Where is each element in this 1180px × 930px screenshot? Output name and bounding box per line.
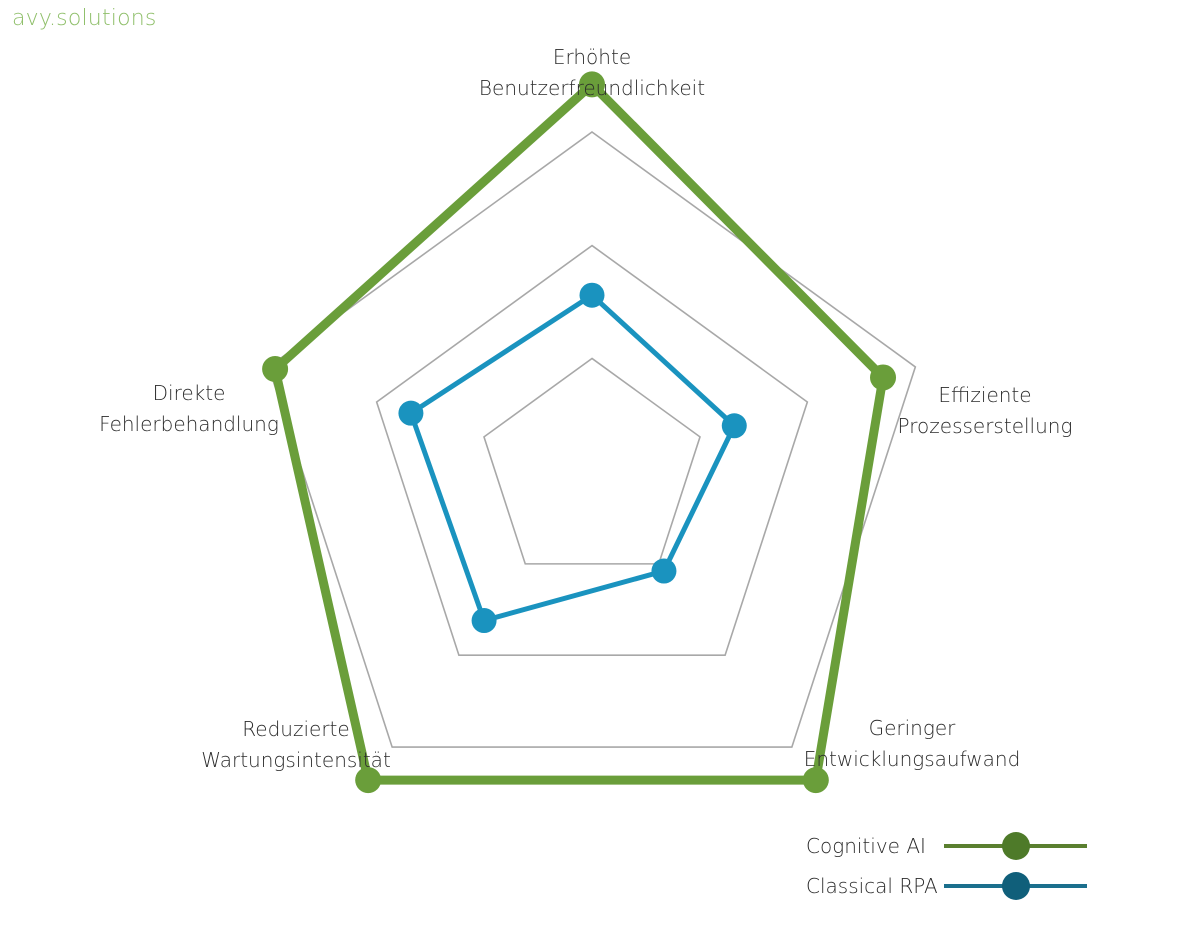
legend-marker-cognitive-ai (1002, 832, 1030, 860)
data-point-classical-rpa-4 (471, 608, 497, 634)
data-point-cognitive-ai-5 (262, 356, 289, 383)
data-point-cognitive-ai-2 (870, 364, 897, 391)
data-point-classical-rpa-5 (398, 400, 424, 426)
series-line-cognitive-ai (270, 79, 888, 785)
series-line-classical-rpa (408, 292, 737, 624)
data-point-cognitive-ai-1 (579, 71, 605, 98)
legend-item-cognitive-ai: Cognitive AI (806, 828, 1106, 864)
legend-item-classical-rpa: Classical RPA (806, 868, 1106, 904)
legend-label-classical-rpa: Classical RPA (806, 874, 938, 898)
radar-grid (267, 131, 917, 748)
data-point-classical-rpa-3 (651, 558, 677, 584)
brand-logo-text: avy.solutions (12, 6, 157, 31)
grid-ring-1 (483, 357, 701, 565)
data-point-cognitive-ai-4 (355, 767, 382, 794)
data-point-classical-rpa-2 (721, 413, 747, 439)
legend-marker-classical-rpa (1002, 872, 1030, 900)
radar-series (262, 71, 897, 794)
legend-label-cognitive-ai: Cognitive AI (806, 834, 926, 858)
data-point-cognitive-ai-3 (802, 767, 829, 794)
grid-ring-2 (375, 244, 809, 656)
data-point-classical-rpa-1 (579, 282, 605, 308)
legend: Cognitive AI Classical RPA (806, 828, 1106, 908)
